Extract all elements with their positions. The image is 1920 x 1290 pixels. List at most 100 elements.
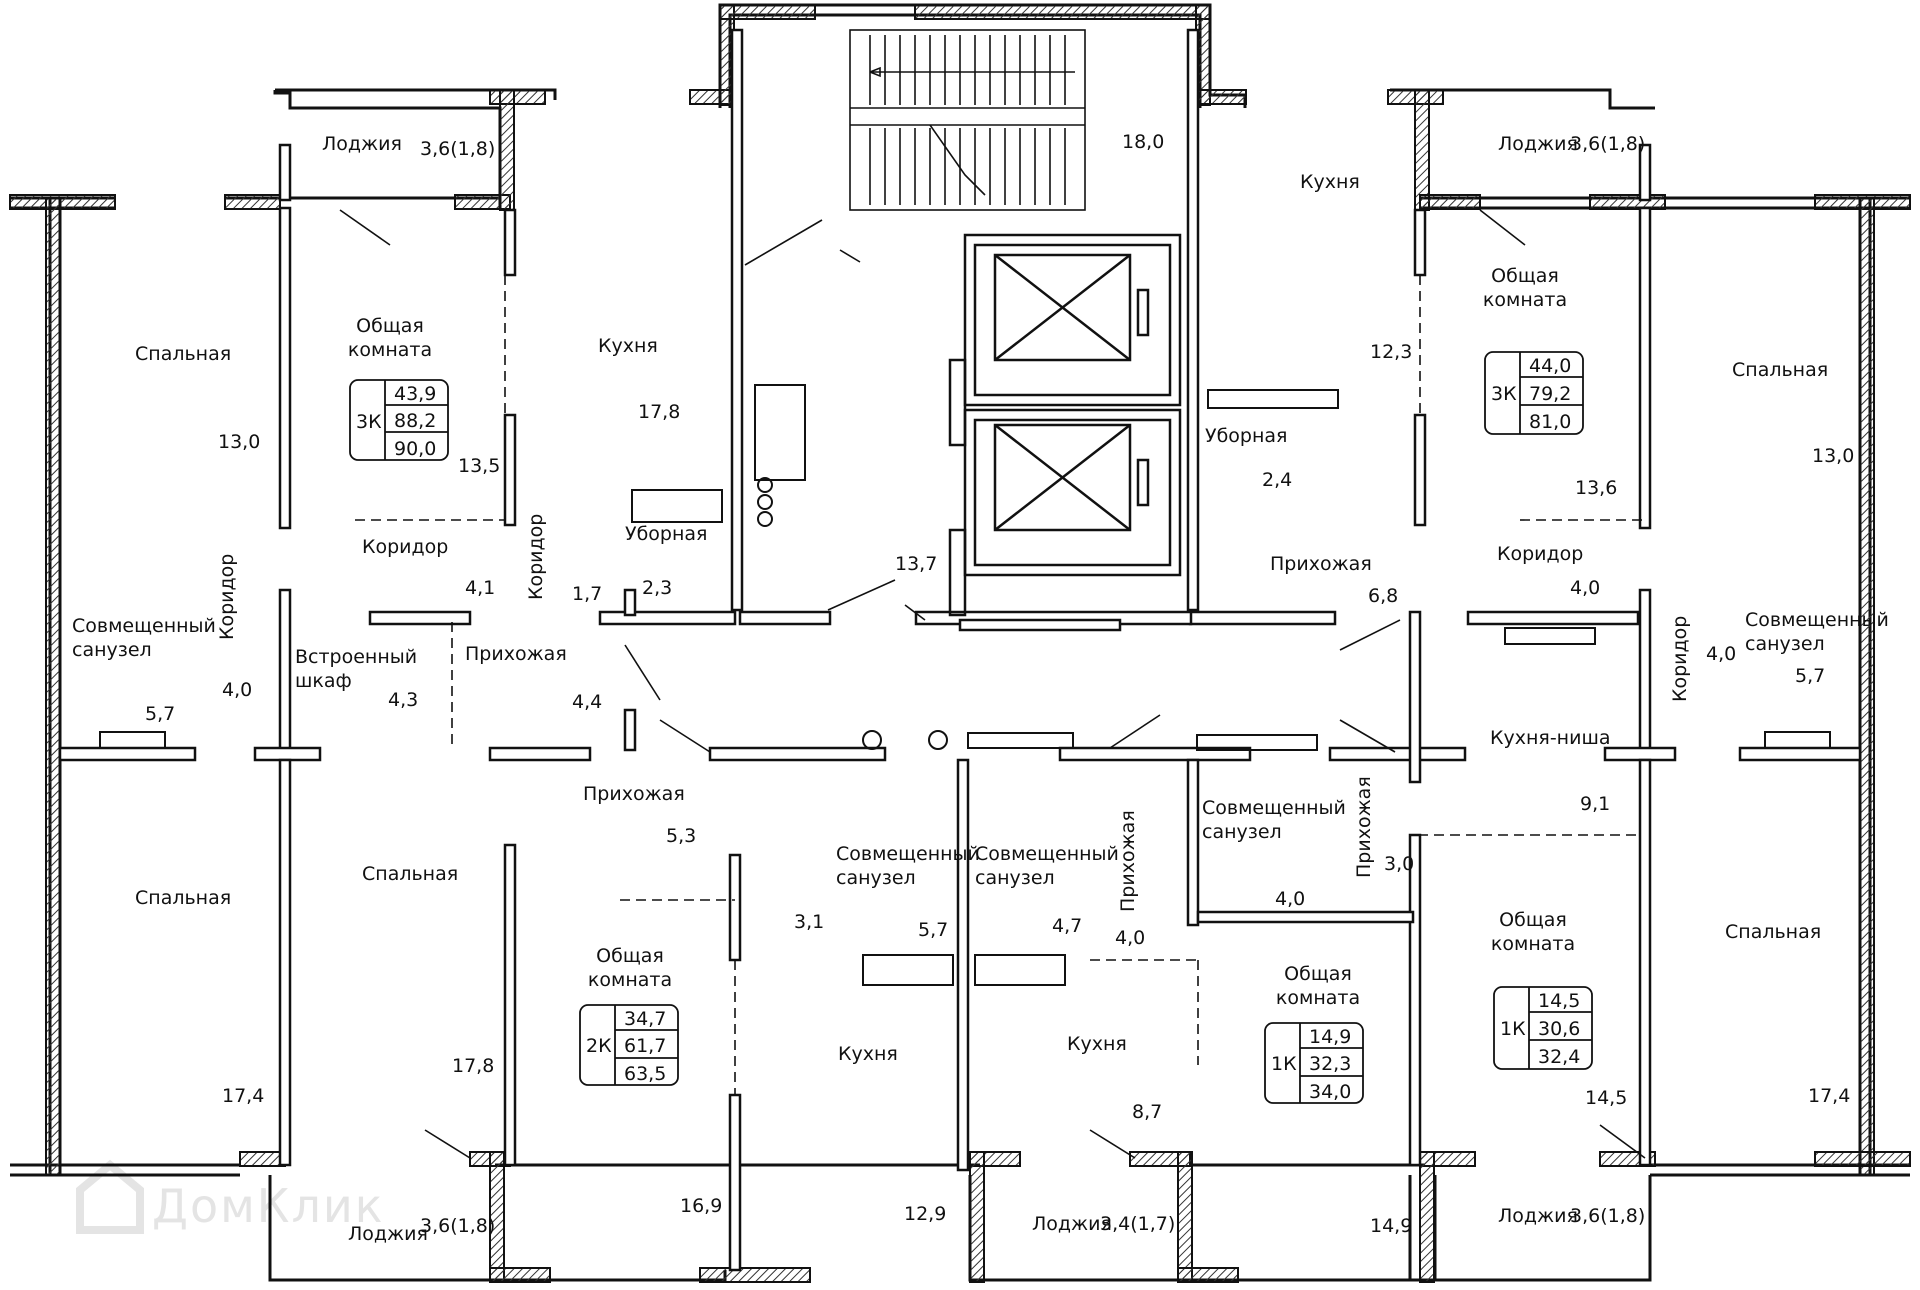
apartment-living-3k-west: 43,9 (394, 383, 436, 405)
elevator-shafts (948, 233, 1182, 617)
room-area-hallway-s-right: 4,0 (1115, 927, 1145, 949)
apartment-living-2k-south: 34,7 (624, 1008, 666, 1030)
room-area-toilet-w: 1,7 (572, 583, 602, 605)
apartment-values: 3К 43,9 88,2 90,0 3К 44,0 79,2 81,0 2К 3… (356, 355, 1580, 1103)
apartment-total-loggia-2k-south: 63,5 (624, 1063, 666, 1085)
room-label-bedroom-nw: Спальная (135, 343, 231, 365)
room-label-bathroom-s-right-text-line-2: санузел (975, 867, 1055, 889)
watermark: ДомКлик (76, 1159, 385, 1234)
room-area-corridor-e-vertical: 4,0 (1706, 643, 1736, 665)
apartment-type-1k-south: 1К (1271, 1053, 1297, 1075)
room-area-hallway-e-small: 3,0 (1384, 853, 1414, 875)
apartment-box-3k-east (1484, 351, 1584, 435)
room-label-bathroom-e-text: Совмещенный (1745, 609, 1889, 631)
room-area-stair-hall: 18,0 (1122, 131, 1164, 153)
room-label-hallway-nw: Прихожая (465, 643, 567, 665)
room-area-kitchen-s-right: 8,7 (1132, 1101, 1162, 1123)
room-label-bathroom-s-left-text: Совмещенный (836, 843, 980, 865)
room-area-loggia-se: 3,6(1,8) (1570, 1205, 1645, 1227)
apartment-total-loggia-3k-east: 81,0 (1529, 411, 1571, 433)
fixtures (99, 384, 1831, 986)
room-area-hallway-ne: 6,8 (1368, 585, 1398, 607)
room-area-loggia-s: 3,4(1,7) (1100, 1213, 1175, 1235)
room-label-hallway-s-right: Прихожая (1117, 810, 1139, 912)
room-label-bathroom-s-right-text: Совмещенный (975, 843, 1119, 865)
apartment-box-1k-east (1493, 986, 1593, 1070)
room-label-toilet-w: Уборная (625, 523, 707, 545)
bathtub-e-fixture (1764, 731, 1831, 749)
structural-walls (9, 4, 1911, 1283)
apartment-total-loggia-1k-east: 32,4 (1538, 1046, 1580, 1068)
room-area-lobby: 13,7 (895, 553, 937, 575)
room-label-kitchen-niche: Кухня-ниша (1490, 727, 1611, 749)
room-label-hallway-e-small: Прихожая (1353, 776, 1375, 878)
room-label-bathroom-s-left-text-line-2: санузел (836, 867, 916, 889)
room-label-bedroom-sw-far: Спальная (135, 887, 231, 909)
room-area-bathroom-e: 5,7 (1795, 665, 1825, 687)
bathtub-s-left-fixture (862, 954, 954, 986)
room-label-bathroom-center-e-text-line-2: санузел (1202, 821, 1282, 843)
room-area-kitchen-nw: 17,8 (638, 401, 680, 423)
room-label-living-ne-text: Общая (1491, 265, 1559, 287)
room-labels: Лоджия 3,6(1,8) Лоджия 3,6(1,8) Лоджия 3… (72, 131, 1889, 1245)
room-label-corridor-center-vertical: Коридор (525, 514, 547, 600)
room-label-corridor-w-vertical: Коридор (216, 554, 238, 640)
room-area-bedroom-ne: 13,0 (1812, 445, 1854, 467)
room-label-loggia-nw: Лоджия (322, 133, 402, 155)
room-area-corridor-w-vertical: 4,0 (222, 679, 252, 701)
apartment-total-3k-east: 79,2 (1529, 383, 1571, 405)
room-label-kitchen-s-left: Кухня (838, 1043, 898, 1065)
room-area-loggia-sw: 3,6(1,8) (420, 1215, 495, 1237)
room-label-living-nw-text: Общая (356, 315, 424, 337)
room-label-living-ne-text-line-2: комната (1483, 289, 1567, 311)
room-label-bedroom-ne: Спальная (1732, 359, 1828, 381)
room-label-bedroom-se: Спальная (1725, 921, 1821, 943)
room-area-bathroom-center-e: 4,0 (1275, 888, 1305, 910)
apartment-total-3k-west: 88,2 (394, 410, 436, 432)
kitchen-niche-sink (1504, 627, 1596, 645)
room-area-kitchen-niche: 9,1 (1580, 793, 1610, 815)
bathtub-s-right-fixture (974, 954, 1066, 986)
room-label-corridor-nw: Коридор (362, 536, 448, 558)
apartment-living-1k-east: 14,5 (1538, 990, 1580, 1012)
apartment-type-3k-west: 3К (356, 411, 382, 433)
room-label-living-s2k-text: Общая (596, 945, 664, 967)
apartment-box-1k-south (1264, 1022, 1364, 1104)
room-area-living-nw: 13,5 (458, 455, 500, 477)
room-label-hallway-sw: Прихожая (583, 783, 685, 805)
room-area-loggia-nw: 3,6(1,8) (420, 138, 495, 160)
room-label-corridor-e-vertical: Коридор (1669, 616, 1691, 702)
room-label-bathroom-e-text-line-2: санузел (1745, 633, 1825, 655)
room-area-wardrobe: 4,3 (388, 689, 418, 711)
door-swings (339, 209, 1646, 1159)
room-label-bedroom-sw: Спальная (362, 863, 458, 885)
room-label-kitchen-nw: Кухня (598, 335, 658, 357)
room-area-living-s2k: 16,9 (680, 1195, 722, 1217)
room-area-corridor-nw: 4,1 (465, 577, 495, 599)
apartment-total-2k-south: 61,7 (624, 1035, 666, 1057)
apartment-boxes (349, 351, 1593, 1104)
room-label-living-s1k-text-line-2: комната (1276, 987, 1360, 1009)
room-label-bathroom-center-e-text: Совмещенный (1202, 797, 1346, 819)
room-label-hallway-ne: Прихожая (1270, 553, 1372, 575)
room-area-hallway-nw: 4,4 (572, 691, 602, 713)
room-label-loggia-ne: Лоджия (1498, 133, 1578, 155)
stove-fixture (754, 384, 806, 481)
watermark-text: ДомКлик (152, 1179, 385, 1233)
room-label-bathroom-w-text: Совмещенный (72, 615, 216, 637)
room-area-living-se1k: 14,5 (1585, 1087, 1627, 1109)
room-area-toilet-e: 2,4 (1262, 469, 1292, 491)
toilet-w-fixture (631, 489, 723, 523)
apartment-type-1k-east: 1К (1500, 1018, 1526, 1040)
room-area-corridor-ne: 4,0 (1570, 577, 1600, 599)
